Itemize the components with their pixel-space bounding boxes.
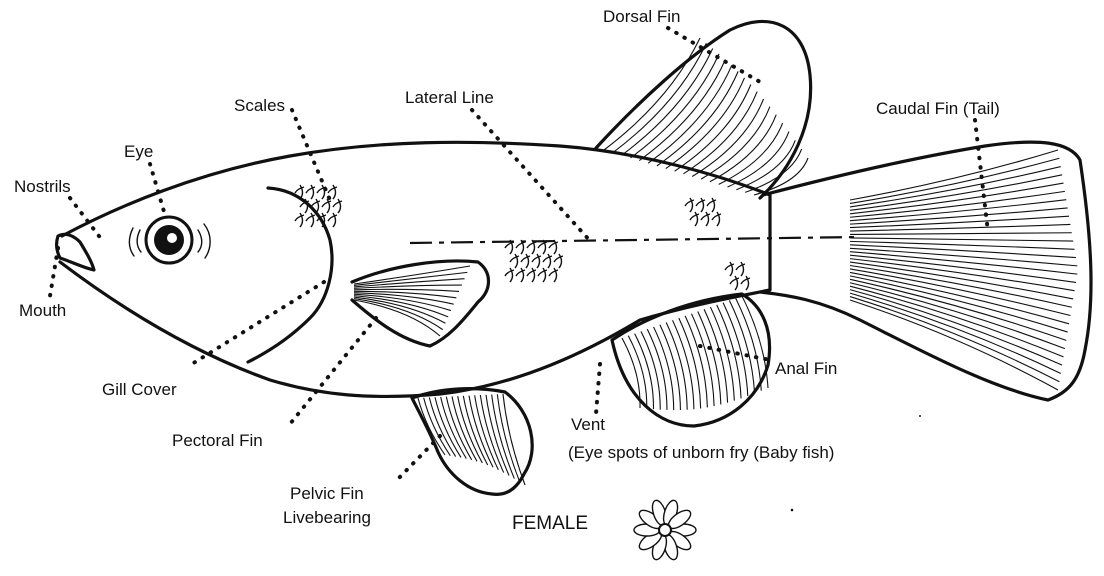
anal-fin bbox=[612, 294, 770, 426]
caudal-fin-ray bbox=[850, 233, 1072, 235]
label-pelvic-fin: Pelvic Fin bbox=[290, 484, 364, 503]
label-eye-spots: (Eye spots of unborn fry (Baby fish) bbox=[568, 443, 834, 462]
caudal-fin-ray bbox=[850, 224, 1070, 231]
pelvic-fin bbox=[412, 389, 532, 495]
scale-mark bbox=[538, 268, 547, 282]
leader-mouth bbox=[50, 248, 58, 296]
scale-mark bbox=[701, 212, 710, 226]
scale-mark bbox=[741, 276, 750, 290]
label-sex: FEMALE bbox=[512, 513, 588, 534]
scale-mark bbox=[690, 212, 699, 226]
caudal-fin-ray bbox=[850, 255, 1076, 282]
anal-fin-ray bbox=[647, 329, 667, 410]
scale-mark bbox=[306, 213, 315, 227]
scale-mark bbox=[696, 198, 705, 212]
fish-body bbox=[57, 142, 860, 396]
label-gill-cover: Gill Cover bbox=[102, 380, 177, 399]
anal-fin-ray bbox=[698, 311, 721, 404]
caudal-fin-ray bbox=[850, 283, 1065, 349]
scale-mark bbox=[306, 185, 315, 199]
scale-mark bbox=[527, 240, 536, 254]
eye bbox=[129, 217, 210, 263]
label-nostrils: Nostrils bbox=[14, 177, 71, 196]
label-vent: Vent bbox=[571, 415, 605, 434]
scale-mark bbox=[322, 199, 331, 213]
anal-fin-ray bbox=[654, 327, 674, 410]
pelvic-fin-ray bbox=[435, 397, 461, 457]
scale-mark bbox=[707, 198, 716, 212]
scale-mark bbox=[554, 254, 563, 268]
label-dorsal-fin: Dorsal Fin bbox=[603, 7, 680, 26]
leader-pelvic-fin bbox=[395, 436, 440, 482]
pelvic-fin-ray bbox=[441, 397, 467, 459]
leader-dorsal-fin bbox=[668, 28, 760, 82]
scale-mark bbox=[685, 198, 694, 212]
flower-icon bbox=[634, 499, 696, 562]
label-livebearing: Livebearing bbox=[283, 508, 371, 527]
scale-mark bbox=[725, 262, 734, 276]
caudal-fin-ray bbox=[850, 175, 1062, 211]
scale-mark bbox=[295, 213, 304, 227]
caudal-fin-ray bbox=[850, 245, 1076, 258]
scale-mark bbox=[505, 268, 514, 282]
caudal-fin-ray bbox=[850, 191, 1065, 217]
scale-mark bbox=[549, 268, 558, 282]
scale-mark bbox=[532, 254, 541, 268]
dorsal-fin-ray bbox=[710, 115, 776, 182]
labels: Dorsal Fin Scales Lateral Line Caudal Fi… bbox=[14, 7, 1000, 534]
anal-fin-ray bbox=[679, 318, 701, 408]
scale-mark bbox=[736, 262, 745, 276]
label-pectoral-fin: Pectoral Fin bbox=[172, 431, 263, 450]
label-lateral-line: Lateral Line bbox=[405, 88, 494, 107]
caudal-fin-ray bbox=[850, 150, 1058, 200]
caudal-fin-ray bbox=[850, 238, 1073, 241]
scale-mark bbox=[712, 212, 721, 226]
scale-mark bbox=[516, 240, 525, 254]
scale-mark bbox=[333, 199, 342, 213]
scale-mark bbox=[510, 254, 519, 268]
scale-mark bbox=[328, 213, 337, 227]
flower-center bbox=[659, 524, 671, 536]
label-anal-fin: Anal Fin bbox=[775, 359, 837, 378]
pectoral-fin-ray bbox=[354, 293, 454, 304]
dorsal-fin-ray bbox=[728, 132, 789, 187]
anal-fin-ray bbox=[691, 314, 714, 406]
anal-fin-ray bbox=[666, 323, 687, 410]
anal-fin-ray bbox=[673, 320, 694, 409]
speck bbox=[791, 509, 794, 512]
caudal-fin-ray bbox=[850, 241, 1075, 249]
scale-mark bbox=[527, 268, 536, 282]
leader-lines bbox=[50, 28, 988, 482]
label-mouth: Mouth bbox=[19, 301, 66, 320]
scale-mark bbox=[521, 254, 530, 268]
label-scales: Scales bbox=[234, 96, 285, 115]
leader-pectoral-fin bbox=[290, 318, 376, 424]
caudal-fin-ray bbox=[850, 300, 1058, 390]
caudal-fin-ray bbox=[850, 290, 1062, 366]
anal-fin-ray bbox=[641, 331, 660, 409]
anal-fin-ray bbox=[660, 325, 681, 410]
scale-mark bbox=[543, 254, 552, 268]
lateral-line bbox=[410, 237, 860, 243]
scale-mark bbox=[516, 268, 525, 282]
speck bbox=[919, 415, 921, 417]
label-eye: Eye bbox=[124, 142, 153, 161]
scale-mark bbox=[730, 276, 739, 290]
pectoral-fin bbox=[352, 261, 489, 346]
anal-fin-ray bbox=[704, 309, 727, 402]
anal-fin-ray bbox=[685, 316, 707, 408]
leader-vent bbox=[596, 364, 600, 414]
label-caudal-fin: Caudal Fin (Tail) bbox=[876, 99, 1000, 118]
scales bbox=[295, 185, 750, 290]
gill-cover bbox=[248, 188, 332, 362]
leader-lateral-line bbox=[472, 110, 592, 243]
caudal-fin-ray bbox=[850, 272, 1069, 323]
